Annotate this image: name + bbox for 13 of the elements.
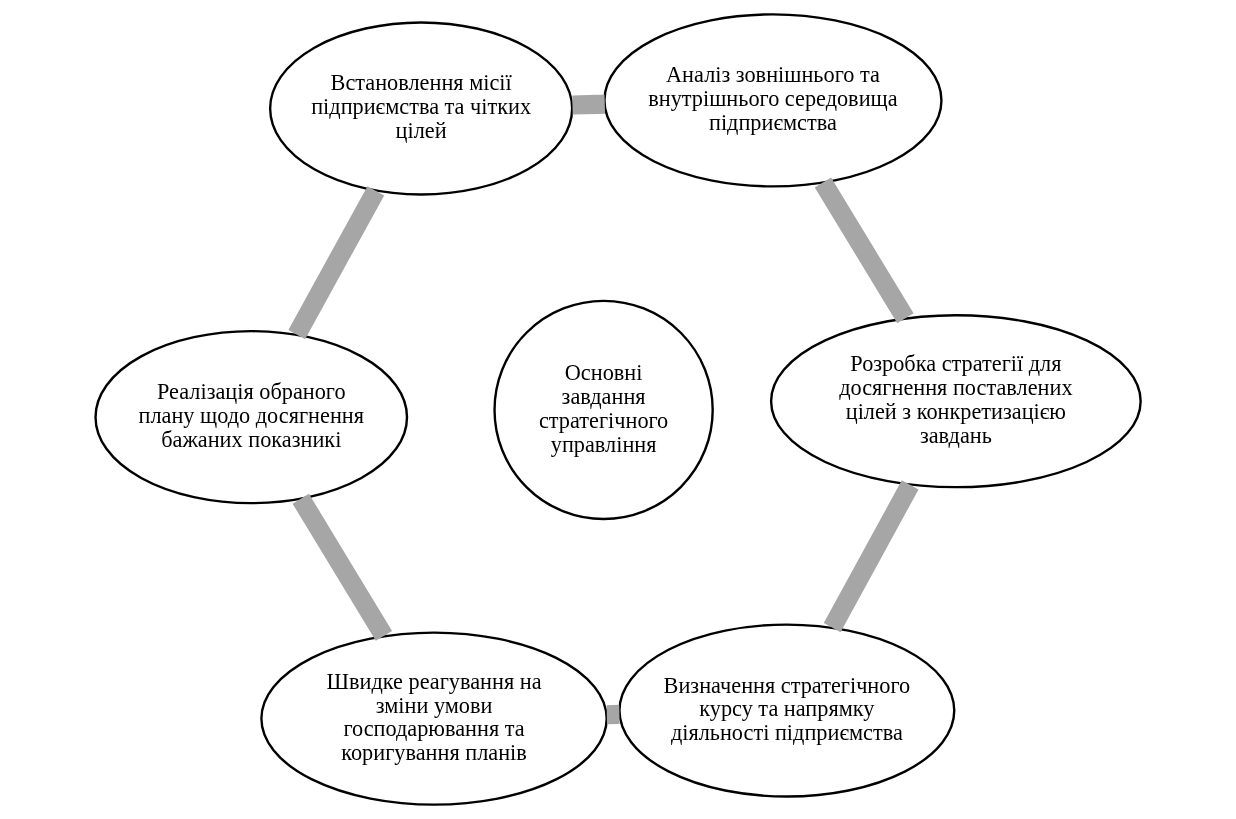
- connector: [572, 94, 605, 115]
- node-ellipse: Реалізація обраного плану щодо досягнення бажаних показникі: [94, 329, 409, 505]
- node-ellipse: Аналіз зовнішнього та внутрішнього середовища підприємства: [603, 13, 943, 188]
- node-ellipse: Встановлення місії підприємства та чітких цілей: [268, 21, 574, 196]
- connector: [823, 480, 919, 633]
- node-ellipse: Швидке реагування на зміни умови господарювання та коригування планів: [260, 631, 608, 806]
- node-ellipse: Розробка стратегії для досягнення поставлених цілей з конкретизацією завдань: [769, 314, 1142, 489]
- node-circle: Основні завдання стратегічного управління: [493, 299, 714, 521]
- node-ellipse: Визначення стратегічного курсу та напрямку діяльності підприємства: [618, 623, 956, 798]
- connector: [292, 493, 393, 641]
- connector: [606, 704, 620, 725]
- connector: [814, 177, 914, 324]
- connector: [288, 186, 385, 340]
